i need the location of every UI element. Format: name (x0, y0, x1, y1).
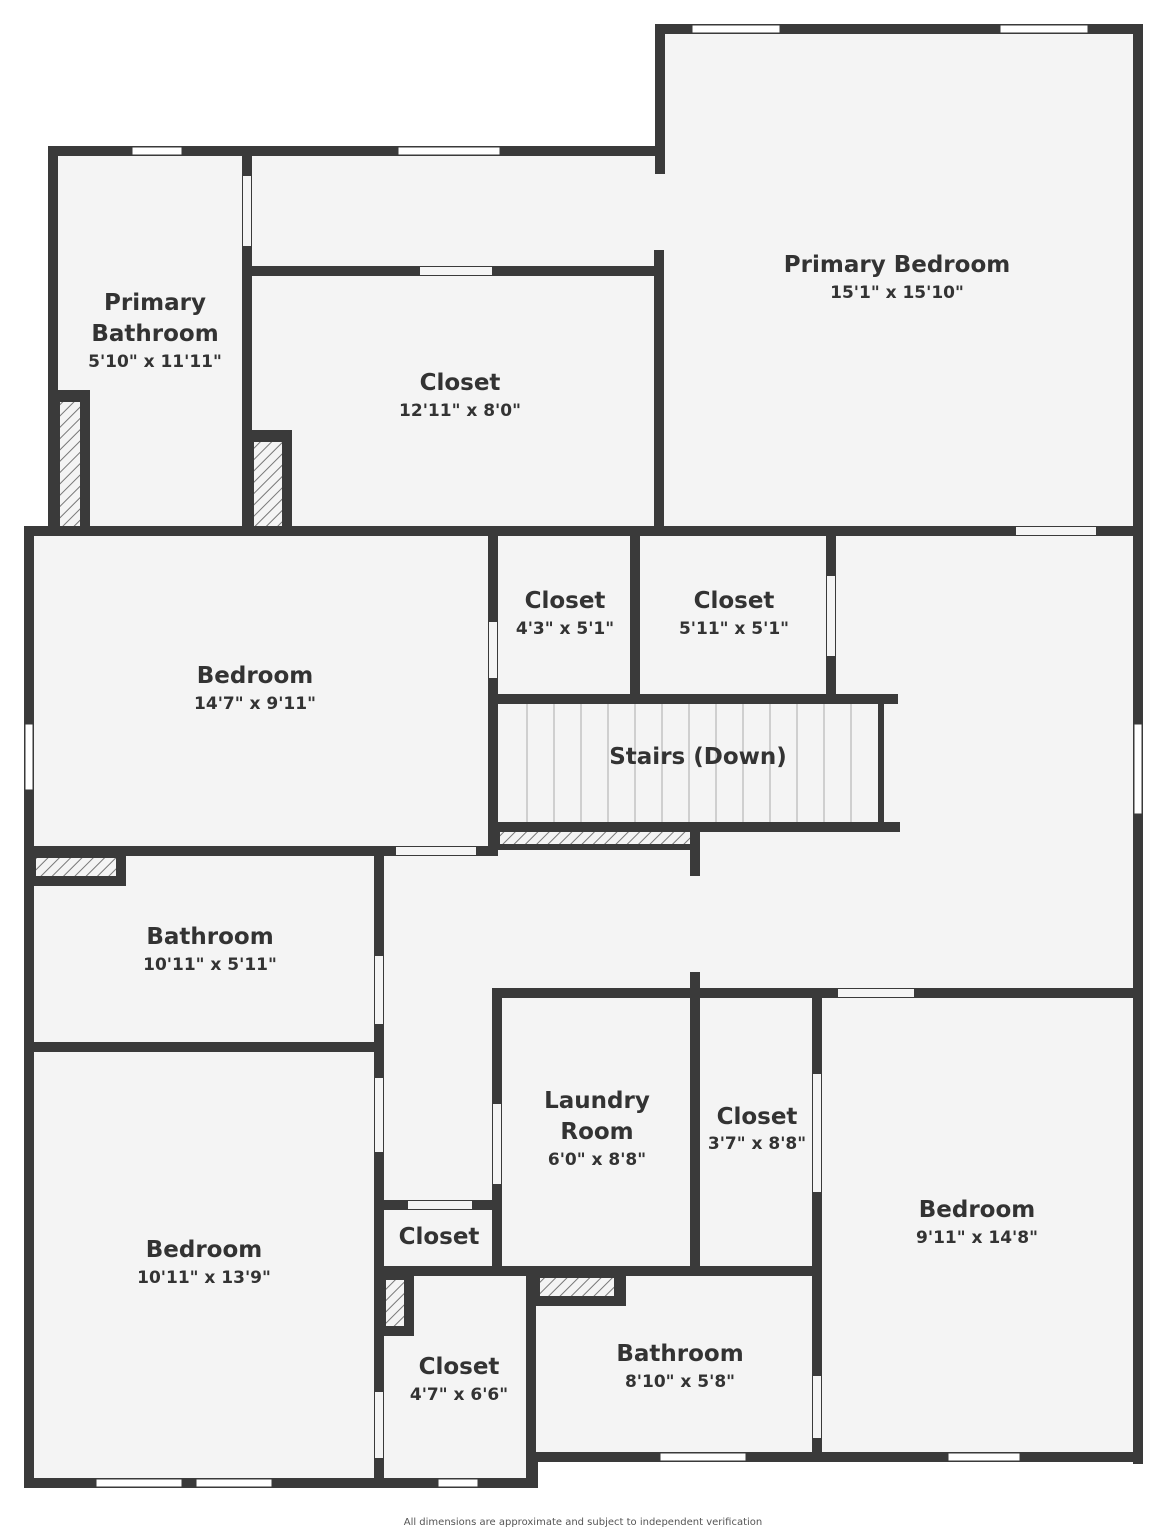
stairs-label: Stairs (Down) (609, 744, 787, 770)
bathroom-south-dimensions: 8'10" x 5'8" (624, 1372, 736, 1392)
door-openings (243, 174, 1096, 1458)
bedroom-west-label: Bedroom (196, 663, 314, 689)
hatched-areas (36, 402, 690, 1326)
bedroom-southwest-dimensions: 10'11" x 13'9" (137, 1268, 271, 1288)
primary-bathroom-label-line2: Bathroom (91, 321, 219, 347)
laundry-dimensions: 6'0" x 8'8" (547, 1150, 647, 1170)
primary-bathroom-label-line1: Primary (104, 290, 206, 316)
closet-mid-dimensions: 3'7" x 8'8" (707, 1134, 807, 1154)
closet-top-label: Closet (419, 370, 501, 396)
windows (24, 24, 1143, 1488)
primary-bedroom-dimensions: 15'1" x 15'10" (830, 283, 964, 303)
laundry-label-line2: Room (560, 1119, 634, 1145)
bedroom-west-dimensions: 14'7" x 9'11" (194, 694, 316, 714)
closet-top-dimensions: 12'11" x 8'0" (399, 401, 521, 421)
closet-small-1-dimensions: 4'3" x 5'1" (515, 619, 615, 639)
closet-south-dimensions: 4'7" x 6'6" (409, 1385, 509, 1405)
closet-hall-label: Closet (398, 1224, 480, 1250)
bathroom-south-label: Bathroom (616, 1341, 744, 1367)
primary-bathroom-dimensions: 5'10" x 11'11" (88, 352, 222, 372)
primary-bedroom-label: Primary Bedroom (783, 252, 1011, 278)
closet-small-1-label: Closet (524, 588, 606, 614)
closet-small-2-dimensions: 5'11" x 5'1" (678, 619, 790, 639)
bathroom-west-label: Bathroom (146, 924, 274, 950)
floor-area (26, 26, 1139, 1484)
bathroom-west-dimensions: 10'11" x 5'11" (143, 955, 277, 975)
closet-south-label: Closet (418, 1354, 500, 1380)
closet-small-2-label: Closet (693, 588, 775, 614)
bedroom-east-label: Bedroom (918, 1197, 1036, 1223)
bedroom-east-dimensions: 9'11" x 14'8" (916, 1228, 1038, 1248)
disclaimer-footer: All dimensions are approximate and subje… (403, 1517, 763, 1528)
stairs-treads (526, 704, 852, 822)
bedroom-southwest-label: Bedroom (145, 1237, 263, 1263)
laundry-label-line1: Laundry (544, 1088, 650, 1114)
closet-mid-label: Closet (716, 1104, 798, 1130)
